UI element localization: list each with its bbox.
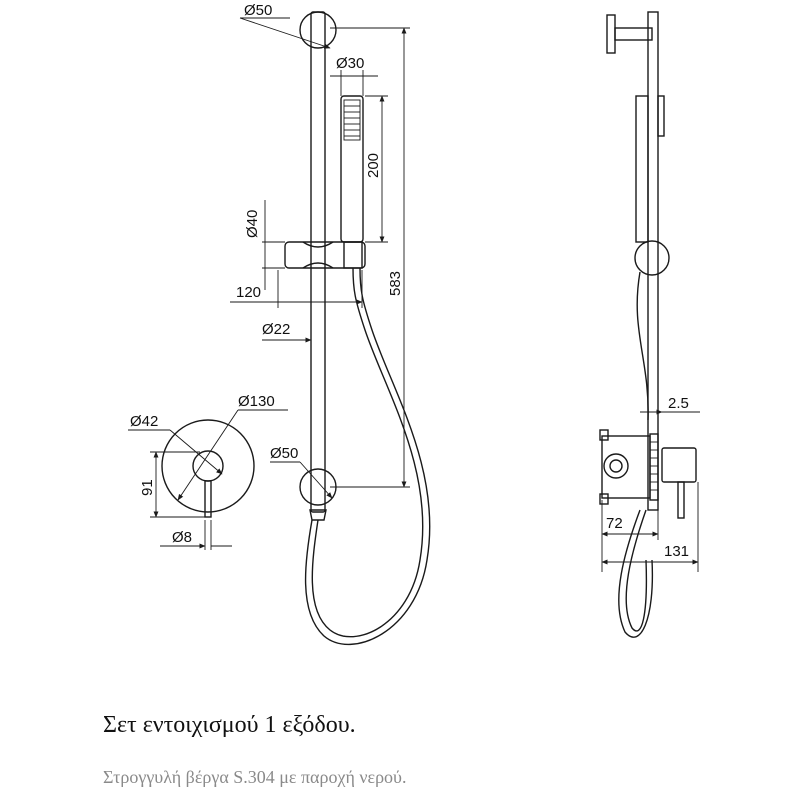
- caption-title: Σετ εντοιχισμού 1 εξόδου.: [103, 712, 356, 738]
- top-wall-bracket: [299, 11, 337, 49]
- valve-body: [599, 429, 697, 519]
- technical-drawing: Ø50 Ø30 200 Ø40 583 120 Ø22 Ø130 Ø42 Ø50…: [128, 2, 700, 646]
- dim-d130: Ø130: [238, 393, 275, 410]
- dim-131: 131: [664, 543, 689, 560]
- dim-583: 583: [387, 271, 404, 296]
- slide-rail: [310, 11, 326, 513]
- dim-72: 72: [606, 515, 623, 532]
- dim-d42: Ø42: [130, 413, 158, 430]
- front-view: [230, 11, 431, 646]
- side-view: [599, 11, 700, 638]
- dim-120: 120: [236, 284, 261, 301]
- rail-side: [647, 11, 659, 511]
- dim-d40: Ø40: [244, 210, 261, 238]
- dim-d30: Ø30: [336, 55, 364, 72]
- dim-d50-bottom: Ø50: [270, 445, 298, 462]
- caption-subtitle: Στρογγυλή βέργα S.304 με παροχή νερού.: [103, 767, 407, 787]
- hand-shower: [340, 95, 364, 243]
- dim-91: 91: [139, 479, 156, 496]
- escutcheon-view: [128, 409, 288, 550]
- slider-holder: [284, 241, 366, 269]
- dim-d8: Ø8: [172, 529, 192, 546]
- dim-d50-top: Ø50: [244, 2, 272, 19]
- lever: [204, 480, 212, 518]
- holder-side: [634, 240, 670, 276]
- shower-hose: [311, 267, 424, 638]
- escutcheon-plate: [161, 419, 255, 513]
- dim-2-5: 2.5: [668, 395, 689, 412]
- dim-d22: Ø22: [262, 321, 290, 338]
- dim-200: 200: [365, 153, 382, 178]
